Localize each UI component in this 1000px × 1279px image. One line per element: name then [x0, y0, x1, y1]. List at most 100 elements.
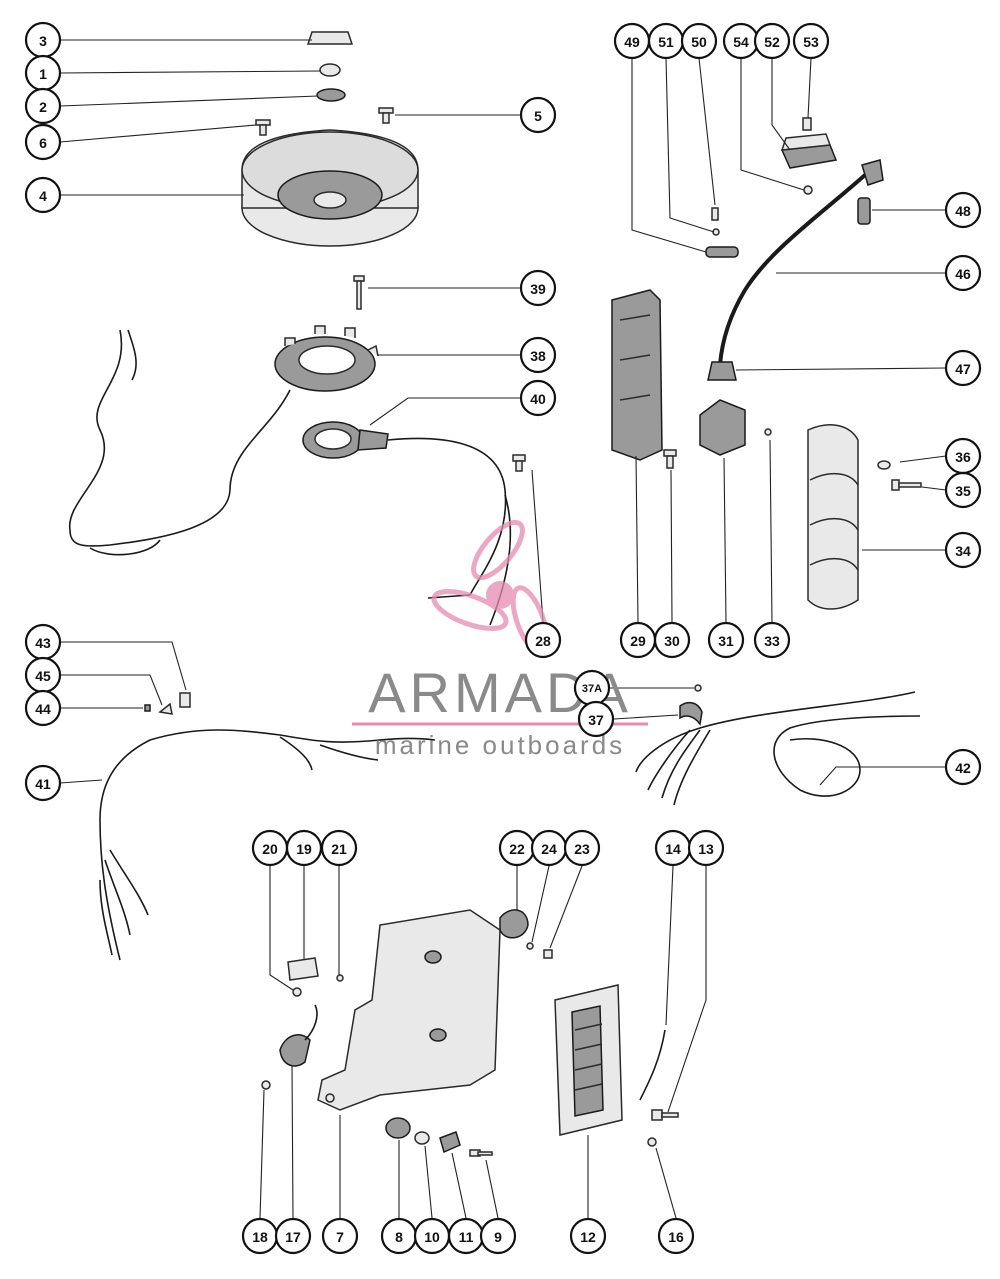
- part-37a: [694, 684, 702, 692]
- part-36: [877, 460, 891, 470]
- callout-20: 20: [251, 829, 289, 867]
- callout-number: 2: [39, 99, 47, 115]
- callout-47: 47: [944, 349, 982, 387]
- callout-46: 46: [944, 254, 982, 292]
- part-screw-28: [512, 454, 526, 472]
- part-8: [385, 1117, 411, 1139]
- part-19: [287, 957, 319, 981]
- callout-number: 8: [395, 1229, 403, 1245]
- callout-number: 30: [664, 633, 680, 649]
- callout-circle: [479, 1217, 517, 1255]
- part-44: [144, 704, 151, 712]
- watermark-tagline: marine outboards: [375, 730, 625, 760]
- callout-number: 34: [955, 543, 971, 559]
- callout-circle: [320, 829, 358, 867]
- callout-circle: [274, 1217, 312, 1255]
- callout-number: 16: [668, 1229, 684, 1245]
- part-17: [279, 1034, 311, 1067]
- part-35: [891, 479, 922, 491]
- part-flywheel: [241, 129, 419, 247]
- callout-number: 6: [39, 135, 47, 151]
- callout-number: 12: [580, 1229, 596, 1245]
- callout-37: 37: [577, 700, 615, 738]
- callout-number: 48: [955, 203, 971, 219]
- part-33: [764, 428, 772, 436]
- callout-23: 23: [563, 829, 601, 867]
- callout-circle: [24, 764, 62, 802]
- callout-5: 5: [519, 96, 557, 134]
- callout-number: 19: [296, 841, 312, 857]
- callout-30: 30: [653, 621, 691, 659]
- callout-45: 45: [24, 656, 62, 694]
- callout-54: 54: [722, 22, 760, 60]
- part-29: [611, 289, 663, 461]
- part-screw-6: [255, 119, 271, 136]
- callout-number: 31: [718, 633, 734, 649]
- callout-44: 44: [24, 689, 62, 727]
- part-43: [179, 692, 191, 708]
- callout-number: 22: [509, 841, 525, 857]
- callout-22: 22: [498, 829, 536, 867]
- callout-number: 10: [424, 1229, 440, 1245]
- callout-number: 33: [764, 633, 780, 649]
- callout-number: 29: [630, 633, 646, 649]
- callout-circle: [944, 471, 982, 509]
- callout-50: 50: [680, 22, 718, 60]
- callout-7: 7: [321, 1217, 359, 1255]
- callout-31: 31: [707, 621, 745, 659]
- part-nut: [319, 63, 341, 77]
- callout-number: 54: [733, 34, 749, 50]
- callout-number: 47: [955, 361, 971, 377]
- part-14: [639, 1029, 666, 1101]
- part-49: [705, 246, 739, 258]
- callout-circle: [680, 22, 718, 60]
- part-22: [499, 909, 529, 939]
- part-boot: [707, 361, 737, 381]
- part-9: [469, 1149, 493, 1157]
- part-37: [679, 701, 703, 726]
- callout-42: 42: [944, 748, 982, 786]
- callout-circle: [753, 22, 791, 60]
- callout-28: 28: [524, 621, 562, 659]
- part-23: [543, 949, 553, 959]
- part-bolt-39: [353, 275, 365, 310]
- part-screw-5: [378, 107, 394, 124]
- callout-11: 11: [447, 1217, 485, 1255]
- callout-33: 33: [753, 621, 791, 659]
- callout-16: 16: [657, 1217, 695, 1255]
- callout-circle: [24, 87, 62, 125]
- callout-number: 18: [252, 1229, 268, 1245]
- callout-number: 37A: [582, 683, 602, 695]
- callout-circle: [24, 123, 62, 161]
- callout-circle: [519, 96, 557, 134]
- callout-circle: [563, 829, 601, 867]
- part-plug-cap: [861, 159, 884, 186]
- part-cap: [306, 31, 354, 45]
- callout-circle: [657, 1217, 695, 1255]
- callout-number: 52: [764, 34, 780, 50]
- callout-number: 4: [39, 188, 47, 204]
- callout-circle: [524, 621, 562, 659]
- callout-number: 51: [658, 34, 674, 50]
- callout-number: 42: [955, 760, 971, 776]
- callout-1: 1: [24, 54, 62, 92]
- callout-circle: [753, 621, 791, 659]
- stator-harness: [69, 329, 291, 547]
- callout-circle: [944, 254, 982, 292]
- part-16: [647, 1137, 657, 1147]
- callout-number: 44: [35, 701, 51, 717]
- callout-number: 20: [262, 841, 278, 857]
- callout-13: 13: [687, 829, 725, 867]
- callout-8: 8: [380, 1217, 418, 1255]
- callout-number: 49: [624, 34, 640, 50]
- callout-number: 17: [285, 1229, 301, 1245]
- part-plug: [857, 197, 871, 225]
- callout-circle: [944, 531, 982, 569]
- callout-21: 21: [320, 829, 358, 867]
- callout-number: 5: [534, 108, 542, 124]
- part-washer: [316, 88, 346, 102]
- callout-18: 18: [241, 1217, 279, 1255]
- part-18: [261, 1080, 271, 1090]
- part-53: [802, 117, 812, 131]
